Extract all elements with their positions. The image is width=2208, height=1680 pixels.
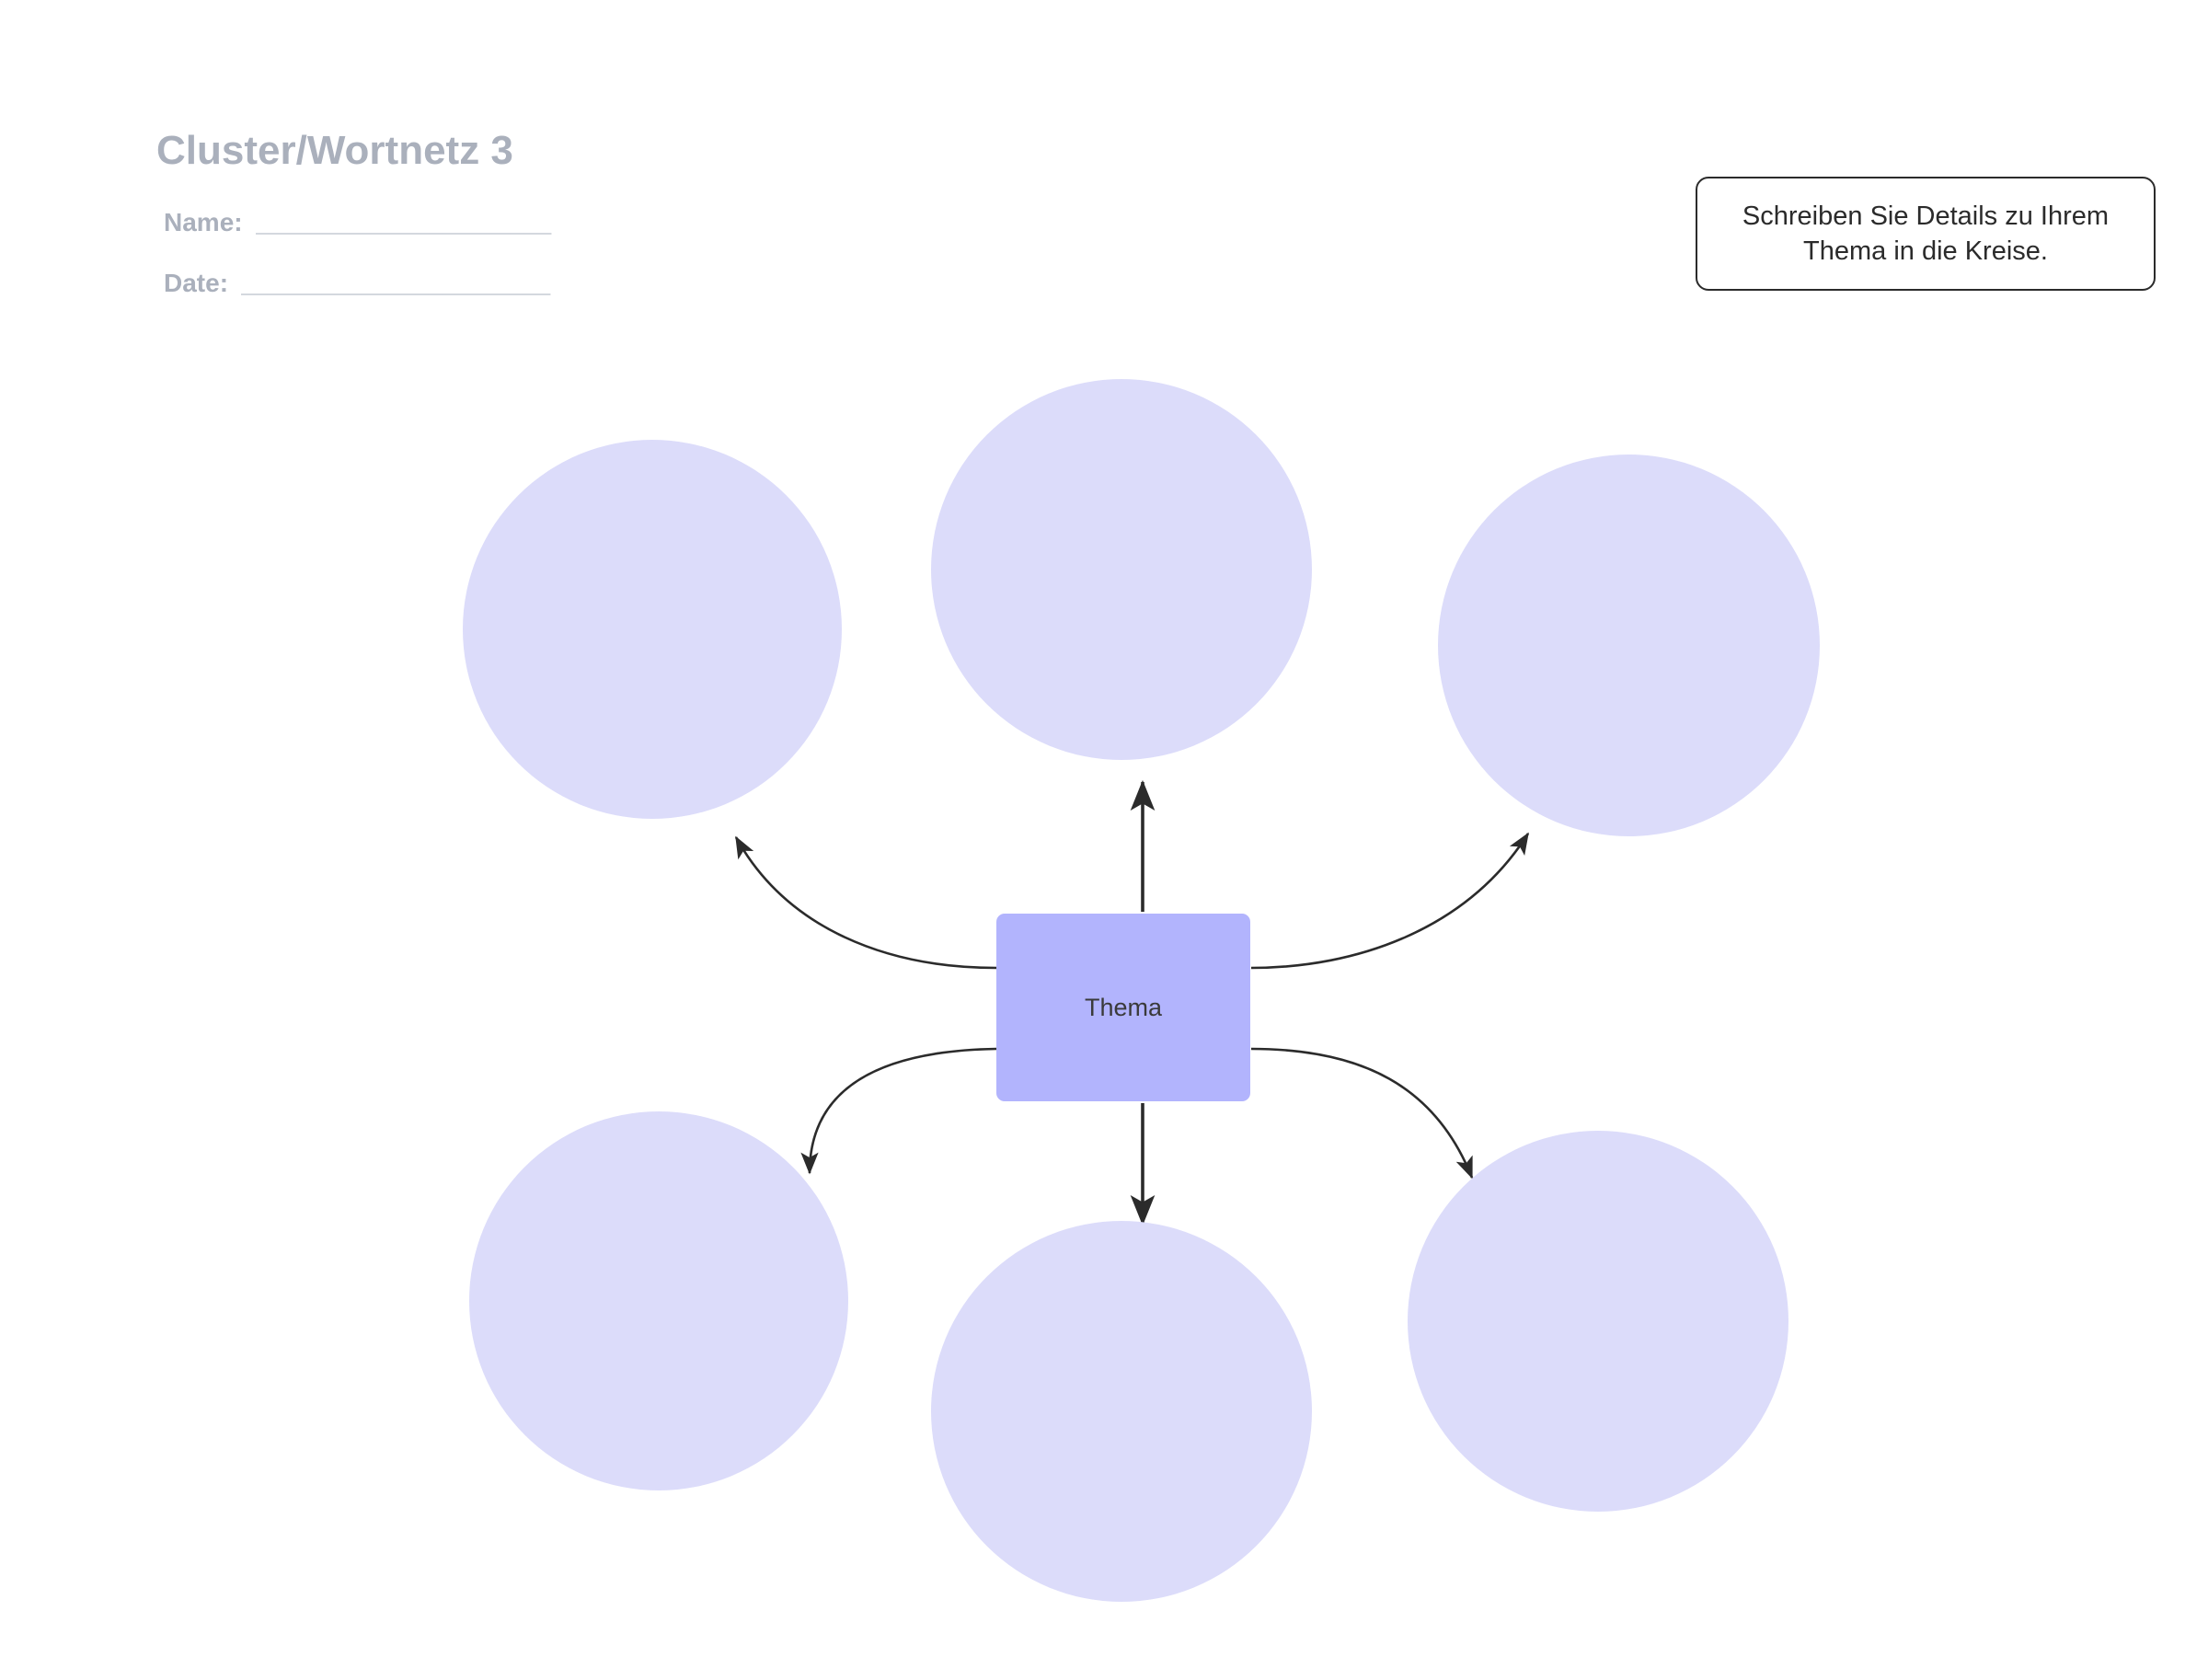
arrow-to-top-left (734, 835, 997, 970)
name-field-label: Name: (164, 208, 243, 237)
date-field-row: Date: _______________________ (164, 269, 984, 298)
detail-circle-bottom-center[interactable] (931, 1221, 1312, 1602)
detail-circle-bottom-left[interactable] (469, 1111, 848, 1490)
arrow-to-top-right (1250, 832, 1530, 970)
arrow-to-bottom-left (800, 1047, 997, 1175)
arrow-to-bottom-right (1250, 1047, 1474, 1179)
name-field-input[interactable]: ______________________ (255, 208, 552, 237)
center-topic-label: Thema (1084, 993, 1163, 1021)
page-title: Cluster/Wortnetz 3 (156, 128, 513, 173)
detail-circle-top-left[interactable] (463, 440, 842, 819)
worksheet-header: Cluster/Wortnetz 3 Name: _______________… (156, 128, 984, 329)
detail-circle-top-right[interactable] (1438, 455, 1820, 836)
instruction-callout: Schreiben Sie Details zu Ihrem Thema in … (1696, 177, 2156, 291)
name-field-row: Name: ______________________ (164, 208, 984, 237)
detail-circle-bottom-right[interactable] (1408, 1131, 1788, 1512)
instruction-text: Schreiben Sie Details zu Ihrem Thema in … (1742, 201, 2110, 266)
date-field-input[interactable]: _______________________ (241, 269, 550, 298)
date-field-label: Date: (164, 269, 229, 298)
detail-circle-top-center[interactable] (931, 379, 1312, 760)
center-topic-box[interactable]: Thema (996, 914, 1250, 1101)
